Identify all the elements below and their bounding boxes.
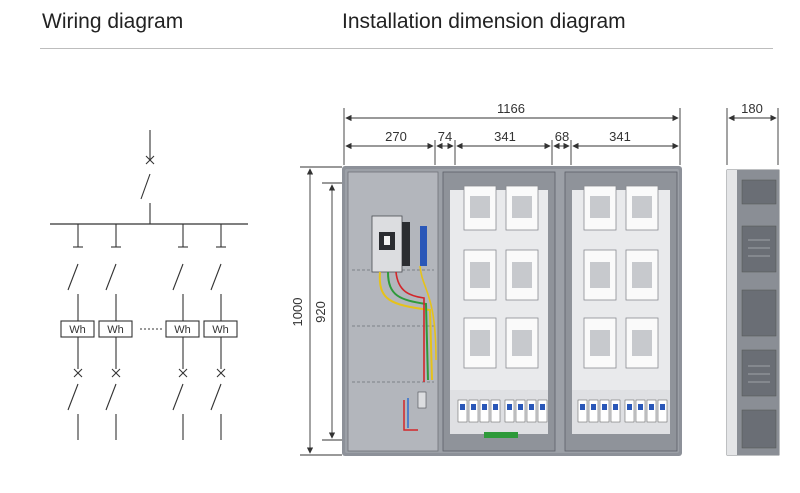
dimension-lines bbox=[300, 108, 779, 456]
meter-compartment-right bbox=[564, 171, 678, 452]
dim-overall-width: 1166 bbox=[497, 101, 525, 116]
dim-segment-3: 341 bbox=[494, 129, 516, 144]
branch-1 bbox=[67, 224, 83, 440]
cabinet-front-view bbox=[342, 166, 682, 456]
dim-overall-height: 1000 bbox=[290, 298, 305, 327]
dim-inner-height: 920 bbox=[313, 301, 328, 323]
branch-3 bbox=[172, 224, 188, 440]
branch-2 bbox=[105, 224, 121, 440]
wiring-schematic bbox=[50, 130, 248, 440]
wiring-diagram-heading: Wiring diagram bbox=[42, 10, 184, 33]
cabinet-side-view bbox=[726, 169, 780, 456]
meter-label-1: Wh bbox=[69, 324, 86, 336]
meter-label-2: Wh bbox=[107, 324, 124, 336]
heading-divider bbox=[40, 48, 773, 49]
meter-label-3: Wh bbox=[174, 324, 191, 336]
wiring-compartment bbox=[347, 171, 439, 452]
dim-segment-2: 74 bbox=[438, 129, 452, 144]
installation-diagram-heading: Installation dimension diagram bbox=[342, 10, 626, 33]
dim-depth: 180 bbox=[741, 101, 763, 116]
dim-segment-5: 341 bbox=[609, 129, 631, 144]
meter-label-4: Wh bbox=[212, 324, 229, 336]
dim-segment-4: 68 bbox=[555, 129, 569, 144]
branch-4 bbox=[210, 224, 226, 440]
dim-segment-1: 270 bbox=[385, 129, 407, 144]
meter-compartment-left bbox=[442, 171, 556, 452]
